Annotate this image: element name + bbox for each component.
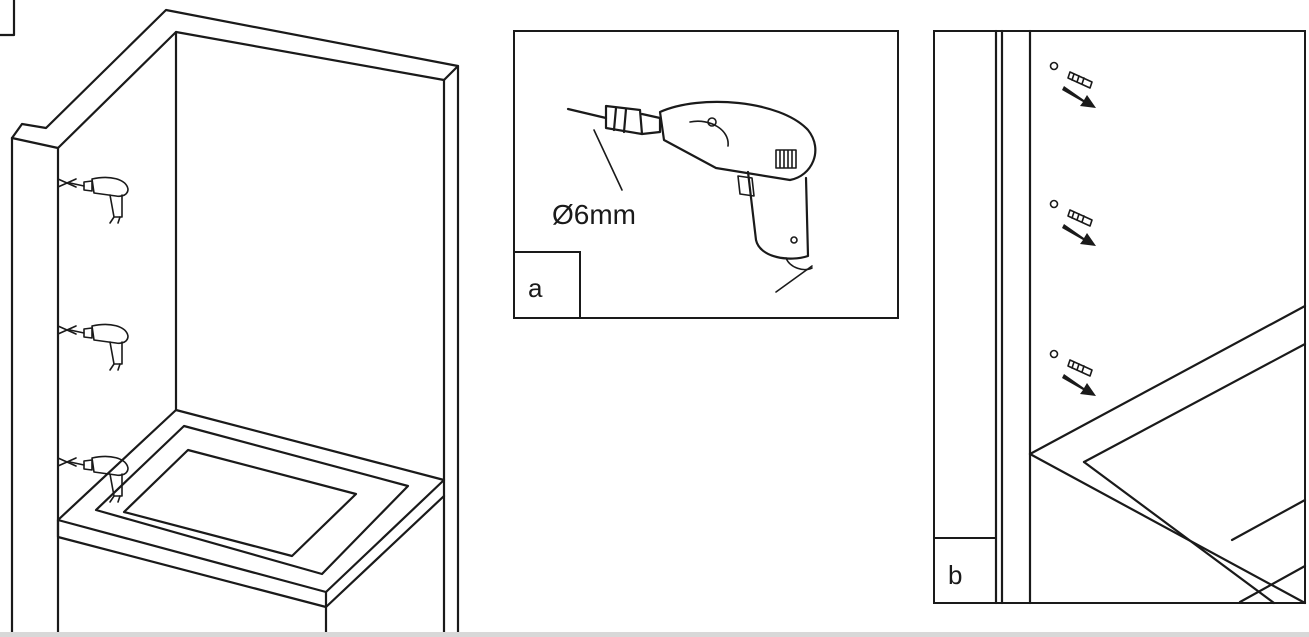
sink-basin (122, 448, 358, 558)
detail-b-frame (933, 30, 1306, 604)
sink-front-edge (56, 494, 446, 609)
detail-b-panel: b (933, 29, 1307, 605)
sink-top (56, 408, 446, 594)
main-scene (0, 0, 460, 637)
sink-back-edge (1028, 304, 1307, 456)
diameter-leader-line (593, 129, 623, 191)
detail-a-label-box (514, 251, 581, 318)
drill-diameter-label: Ø6mm (552, 199, 636, 230)
step-corner-mark (0, 0, 16, 37)
sink-front-edge-b (1028, 452, 1307, 605)
sink-basin-edge (1230, 498, 1307, 542)
electric-drill-icon (566, 100, 817, 293)
left-wall-edge (10, 136, 60, 637)
wall-top-edge (10, 8, 460, 150)
sink-rim-front (1082, 460, 1276, 605)
sink-basin-edge-2 (1238, 564, 1307, 604)
bottom-shadow-band (0, 632, 1309, 637)
sink-rim-back (1082, 342, 1307, 464)
drill-mark-top-icon (57, 176, 129, 224)
detail-b-label: b (948, 560, 962, 590)
detail-a-label: a (528, 273, 543, 303)
detail-a-panel: a Ø6mm (513, 30, 899, 319)
sink-rim (94, 424, 410, 576)
drill-mark-middle-icon (57, 323, 129, 371)
